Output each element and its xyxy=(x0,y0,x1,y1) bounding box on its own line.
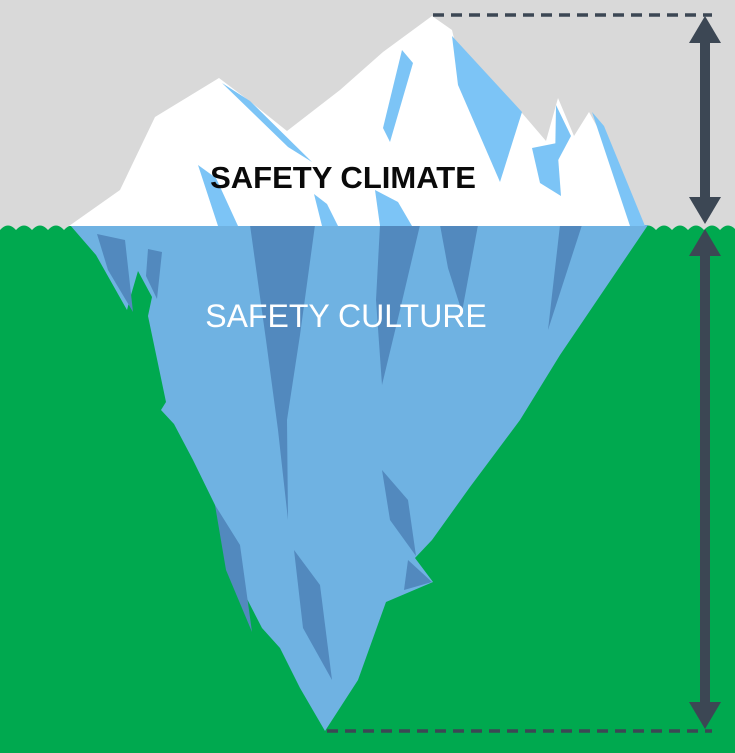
ice-facet xyxy=(314,194,338,226)
above-water-measure xyxy=(433,13,721,224)
below-measure-arrowhead-up xyxy=(689,229,721,256)
below-water-label: SAFETY CULTURE xyxy=(205,298,487,334)
underwater-facet xyxy=(146,249,162,299)
iceberg-tip-facets xyxy=(198,36,645,226)
below-measure-arrowhead-down xyxy=(689,702,721,729)
underwater-facet xyxy=(250,225,315,520)
underwater-facet xyxy=(97,234,133,312)
ice-facet xyxy=(592,112,645,226)
iceberg-below-water xyxy=(70,225,648,731)
underwater-facet xyxy=(382,470,416,556)
ice-facet xyxy=(555,105,571,166)
iceberg-underwater-facets xyxy=(97,225,582,680)
underwater-facet xyxy=(548,225,582,330)
ice-facet xyxy=(452,36,522,182)
ice-facet xyxy=(383,50,413,142)
iceberg-underwater-body xyxy=(70,225,648,731)
underwater-facet xyxy=(404,560,432,590)
ice-facet xyxy=(222,83,312,162)
above-measure-arrowhead-up xyxy=(689,16,721,43)
underwater-facet xyxy=(440,225,478,312)
ice-facet xyxy=(198,165,238,226)
ice-facet xyxy=(532,143,561,196)
above-measure-arrowhead-down xyxy=(689,197,721,224)
underwater-facet xyxy=(376,225,420,385)
iceberg-above-water xyxy=(69,16,645,226)
underwater-facet xyxy=(294,550,332,680)
above-water-label: SAFETY CLIMATE xyxy=(210,160,476,195)
underwater-facet xyxy=(215,505,252,632)
below-water-measure xyxy=(327,229,721,733)
ice-facet xyxy=(375,190,412,226)
